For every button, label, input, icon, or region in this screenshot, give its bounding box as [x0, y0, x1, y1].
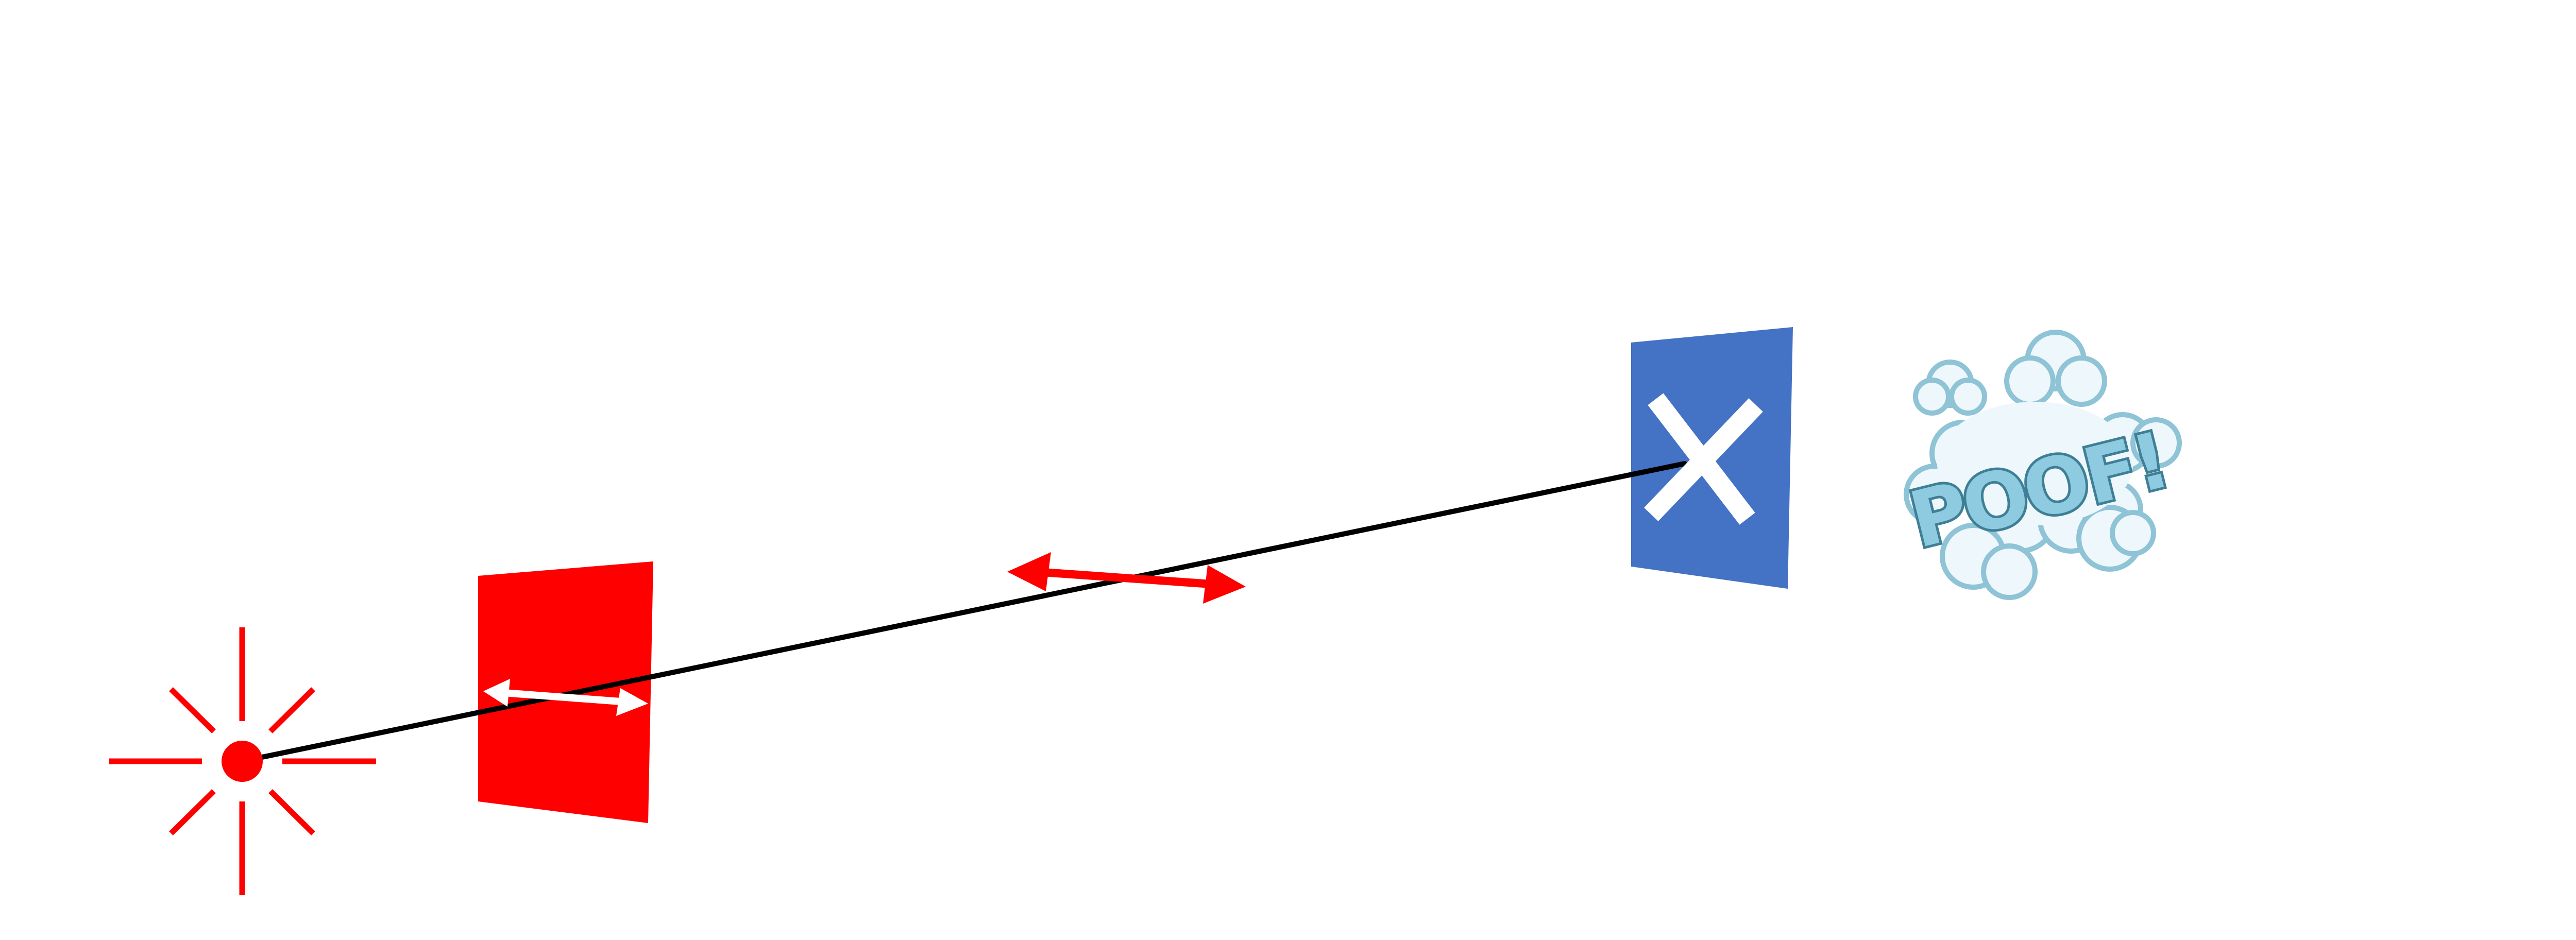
poof-cloud-icon: POOF!	[1899, 330, 2182, 600]
beam-polarization-arrow	[1007, 552, 1246, 604]
cross-icon	[1644, 393, 1763, 525]
filter-polarization-arrow	[483, 679, 648, 716]
light-beam	[240, 461, 1687, 764]
light-source-icon	[109, 627, 376, 895]
